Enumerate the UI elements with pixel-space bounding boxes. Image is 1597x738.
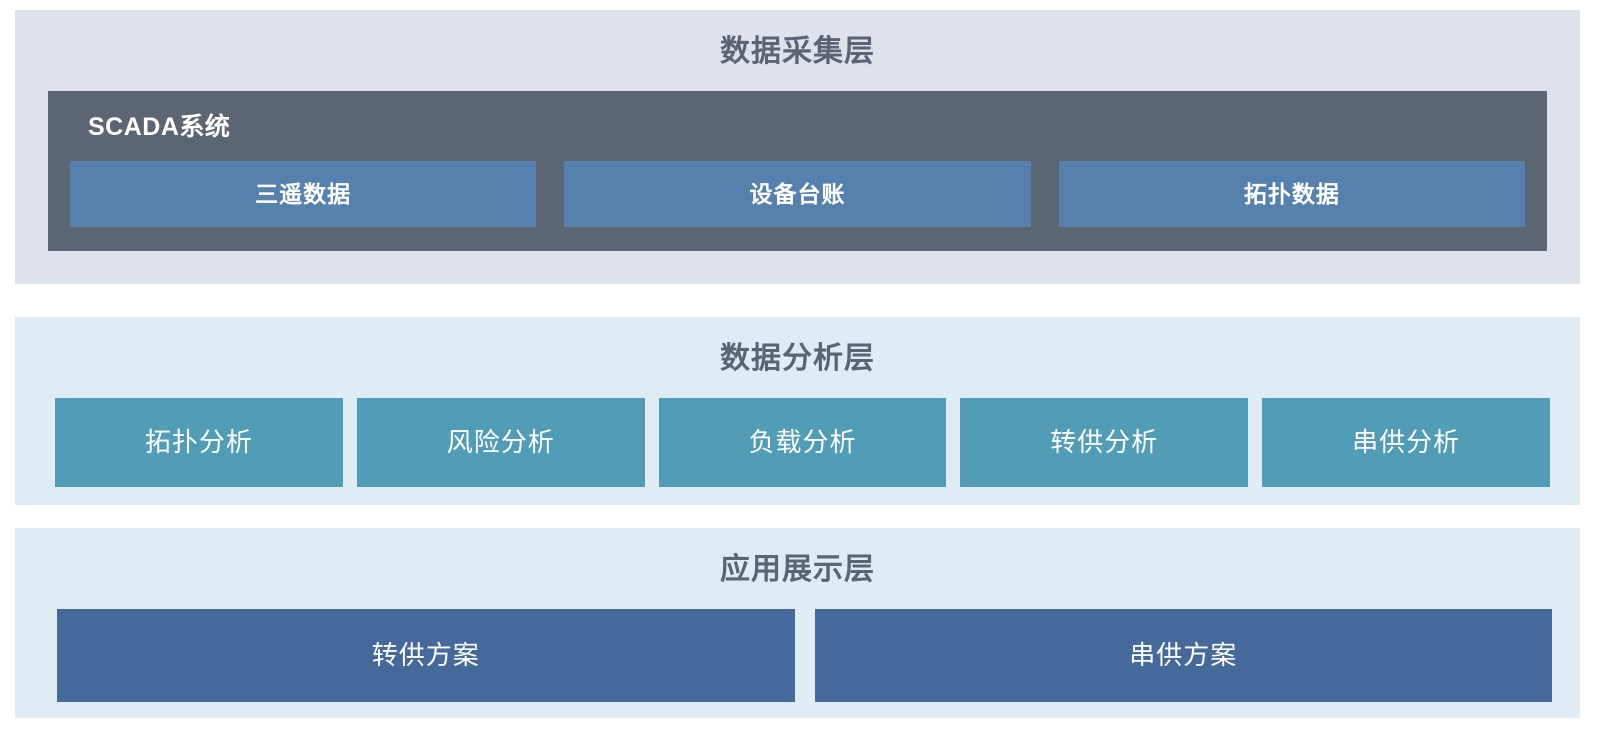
box-topology-analysis: 拓扑分析	[55, 398, 343, 487]
layer-data-collection: 数据采集层 SCADA系统 三遥数据 设备台账 拓扑数据	[15, 10, 1580, 284]
box-topology-data: 拓扑数据	[1058, 161, 1525, 227]
architecture-diagram: 数据采集层 SCADA系统 三遥数据 设备台账 拓扑数据 数据分析层 拓扑分析 …	[0, 10, 1597, 718]
box-equipment-ledger: 设备台账	[564, 161, 1031, 227]
scada-system-label: SCADA系统	[88, 113, 231, 141]
scada-box-row: 三遥数据 设备台账 拓扑数据	[70, 161, 1525, 227]
box-series-supply-analysis: 串供分析	[1262, 398, 1550, 487]
layer-title-data-collection: 数据采集层	[720, 35, 875, 68]
layer-title-application-display: 应用展示层	[720, 553, 875, 586]
application-box-row: 转供方案 串供方案	[57, 609, 1552, 702]
box-transfer-supply-analysis: 转供分析	[960, 398, 1249, 487]
box-three-remote-data: 三遥数据	[70, 161, 537, 227]
layer-title-data-analysis: 数据分析层	[720, 342, 875, 375]
layer-data-analysis: 数据分析层 拓扑分析 风险分析 负载分析 转供分析 串供分析	[15, 317, 1580, 505]
scada-system-container: SCADA系统 三遥数据 设备台账 拓扑数据	[48, 91, 1547, 251]
box-transfer-supply-plan: 转供方案	[57, 609, 795, 702]
box-load-analysis: 负载分析	[658, 398, 947, 487]
box-series-supply-plan: 串供方案	[814, 609, 1552, 702]
layer-application-display: 应用展示层 转供方案 串供方案	[15, 528, 1580, 718]
analysis-box-row: 拓扑分析 风险分析 负载分析 转供分析 串供分析	[55, 398, 1550, 487]
box-risk-analysis: 风险分析	[356, 398, 645, 487]
